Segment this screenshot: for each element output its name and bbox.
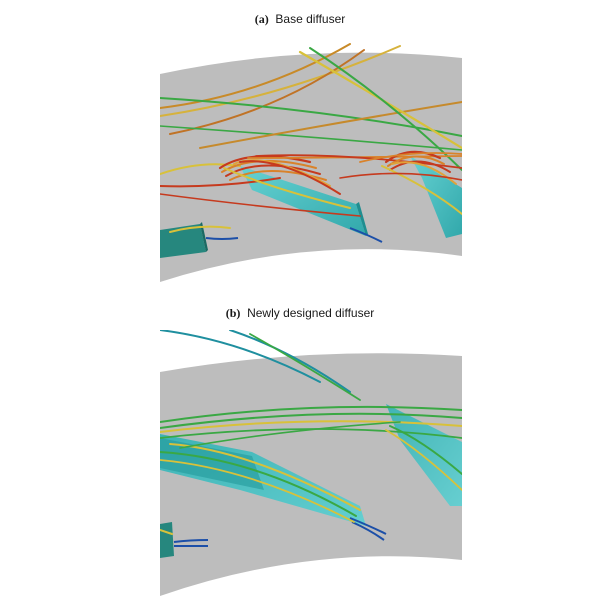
vane-a-1 — [240, 166, 366, 236]
caption-b-title: Newly designed diffuser — [247, 306, 375, 320]
streamlines-a — [160, 43, 462, 233]
base-diffuser-visualization — [160, 43, 462, 283]
panel-base-diffuser — [160, 38, 462, 288]
caption-b-label: (b) — [225, 306, 241, 320]
vane-a-2 — [410, 156, 462, 238]
caption-new-diffuser: (b) Newly designed diffuser — [0, 306, 600, 321]
new-diffuser-visualization — [160, 330, 462, 596]
caption-a-label: (a) — [254, 12, 269, 26]
blue-streamline-b — [349, 517, 387, 535]
caption-base-diffuser: (a) Base diffuser — [0, 12, 600, 27]
caption-a-title: Base diffuser — [275, 12, 346, 26]
recirculation-a-2 — [339, 150, 462, 215]
hub-b — [160, 522, 174, 558]
blue-streamline-a — [349, 227, 383, 243]
panel-new-diffuser — [160, 330, 462, 598]
vane-b-2 — [386, 404, 462, 506]
streamlines-b — [160, 330, 462, 535]
